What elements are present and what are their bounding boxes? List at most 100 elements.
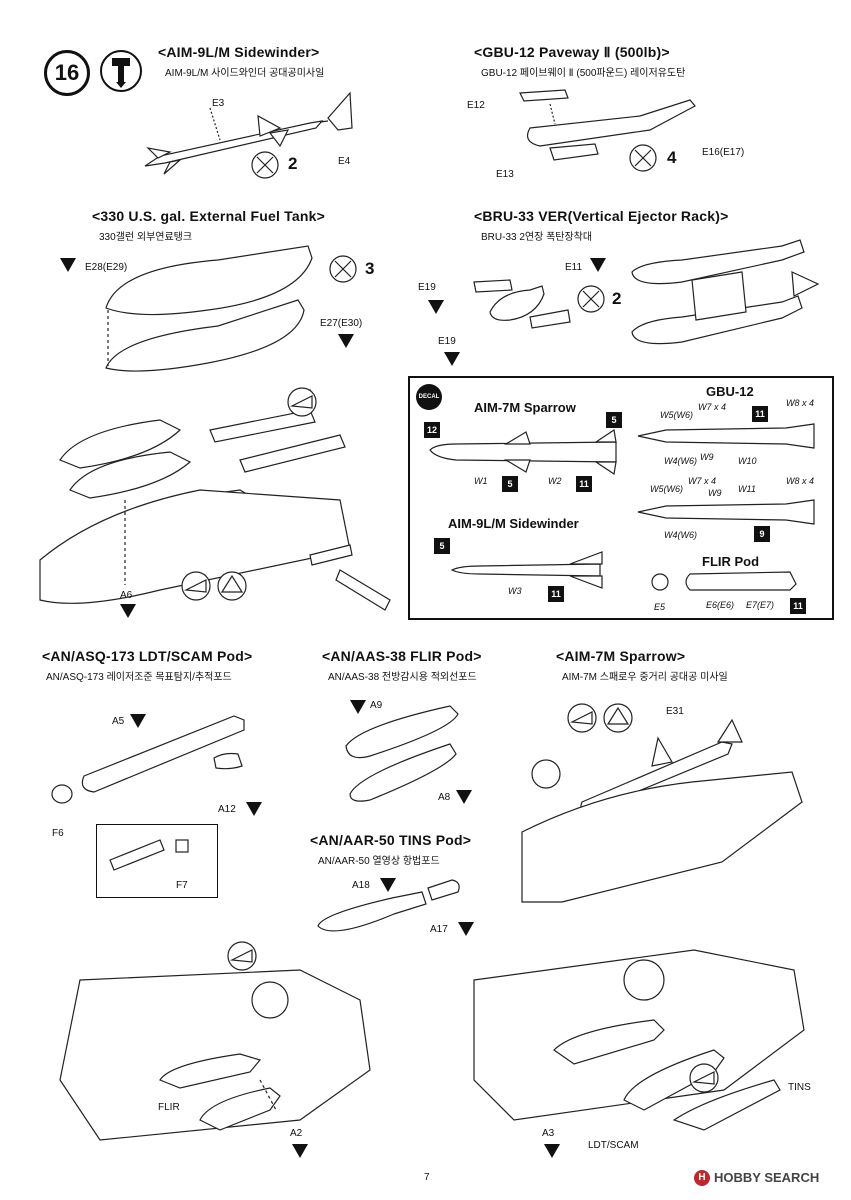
flir-title: <AN/AAS-38 FLIR Pod>	[322, 648, 482, 664]
decal-number-badge: 5	[606, 412, 622, 428]
tank-subtitle: 330갤런 외부연료탱크	[99, 232, 193, 243]
gbu12-subtitle: GBU-12 페이브웨이 Ⅱ (500파운드) 레이저유도탄	[481, 68, 686, 79]
part-tag	[120, 604, 136, 618]
tins-subtitle: AN/AAR-50 열영상 항법포드	[318, 856, 440, 867]
bottom-left-label-a2: A2	[290, 1128, 303, 1139]
decal-aim9-w3: W3	[508, 586, 522, 596]
part-tag	[338, 334, 354, 348]
decal-number-badge: 11	[548, 586, 564, 602]
decal-flir-e5: E5	[654, 602, 666, 612]
decal-gbu12-title: GBU-12	[706, 384, 754, 399]
part-label-f6: F6	[52, 828, 64, 839]
qty-circle-icon	[329, 255, 357, 283]
decal-box	[408, 376, 834, 620]
part-label-e11: E11	[565, 262, 583, 273]
part-label-e13: E13	[496, 169, 514, 180]
bottom-left-assembly-drawing	[59, 969, 371, 1141]
part-label-f7: F7	[176, 880, 188, 891]
ldt-subtitle: AN/ASQ-173 레이저조준 목표탐지/추적포드	[46, 672, 232, 683]
decal-flir-drawing	[651, 571, 797, 591]
installation-icon	[689, 1063, 719, 1093]
part-label-a17: A17	[430, 924, 448, 935]
qty-circle-icon	[629, 144, 657, 172]
gbu12-title: <GBU-12 Paveway Ⅱ (500lb)>	[474, 44, 670, 60]
bru33-subtitle: BRU-33 2연장 폭탄장착대	[481, 232, 593, 243]
tins-pod-drawing	[317, 879, 460, 932]
part-label-e31: E31	[666, 706, 684, 717]
part-tag	[458, 922, 474, 936]
aim7-subtitle: AIM-7M 스패로우 중거리 공대공 미사일	[562, 672, 728, 683]
decal-aim7-w2: W2	[548, 476, 562, 486]
part-label-a6: A6	[120, 590, 133, 601]
part-label-e27: E27(E30)	[320, 318, 363, 329]
aim7-view-icon	[567, 703, 633, 733]
ldt-detail-drawing	[109, 839, 189, 871]
decal-gbu-w9-bottom: W9	[708, 488, 722, 498]
decal-number-badge: 9	[754, 526, 770, 542]
installation-icon	[287, 387, 317, 417]
aim9-title: <AIM-9L/M Sidewinder>	[158, 44, 320, 60]
part-label-a12: A12	[218, 804, 236, 815]
bottom-right-assembly-drawing	[473, 949, 805, 1131]
aim9-missile-drawing	[144, 91, 353, 175]
part-tag	[350, 700, 366, 714]
decal-flir-title: FLIR Pod	[702, 554, 760, 569]
bottom-left-label-flir: FLIR	[158, 1102, 180, 1113]
part-label-e16: E16(E17)	[702, 147, 745, 158]
aim9-qty: 2	[288, 154, 298, 173]
decal-icon: DECAL	[416, 384, 442, 410]
part-tag	[428, 300, 444, 314]
decal-number-badge: 11	[790, 598, 806, 614]
part-label-a18: A18	[352, 880, 370, 891]
decal-gbu-w4-bottom: W4(W6)	[664, 530, 697, 540]
watermark-text: HOBBY SEARCH	[714, 1170, 820, 1185]
part-tag	[60, 258, 76, 272]
aim7-assembly-drawing	[521, 718, 803, 903]
part-label-a9: A9	[370, 700, 383, 711]
gbu12-bomb-drawing	[519, 89, 696, 161]
decal-number-badge: 12	[424, 422, 440, 438]
part-label-e28: E28(E29)	[85, 262, 128, 273]
part-tag	[444, 352, 460, 366]
decal-gbu-w8-bottom: W8 x 4	[786, 476, 815, 486]
decal-number-badge: 5	[502, 476, 518, 492]
part-tag	[292, 1144, 308, 1158]
bru33-rack-drawing	[473, 279, 571, 329]
decal-gbu12-bomb-bottom	[637, 499, 815, 525]
aim7-title: <AIM-7M Sparrow>	[556, 648, 686, 664]
bru33-qty: 2	[612, 289, 622, 308]
part-label-a8: A8	[438, 792, 451, 803]
tins-title: <AN/AAR-50 TINS Pod>	[310, 832, 472, 848]
part-label-e3: E3	[212, 98, 225, 109]
part-label-e19-top: E19	[418, 282, 436, 293]
decal-gbu-w10: W10	[738, 456, 757, 466]
decal-gbu-w8-top: W8 x 4	[786, 398, 815, 408]
decal-number-badge: 5	[434, 538, 450, 554]
part-tag	[380, 878, 396, 892]
decal-gbu-w9-top: W9	[700, 452, 714, 462]
bottom-right-label-a3: A3	[542, 1128, 555, 1139]
decal-gbu-w7-bottom: W7 x 4	[688, 476, 717, 486]
bru33-assembly-drawing	[631, 239, 820, 345]
qty-circle-icon	[577, 285, 605, 313]
step-number: 16	[44, 50, 90, 96]
installation-icon	[227, 941, 257, 971]
bru33-title: <BRU-33 VER(Vertical Ejector Rack)>	[474, 208, 729, 224]
tank-title: <330 U.S. gal. External Fuel Tank>	[92, 208, 325, 224]
gbu12-qty: 4	[667, 148, 677, 167]
part-label-e4: E4	[338, 156, 351, 167]
ldt-title: <AN/ASQ-173 LDT/SCAM Pod>	[42, 648, 253, 664]
wing-assembly-drawing	[39, 388, 391, 611]
ldt-pod-drawing	[51, 715, 245, 804]
bottom-right-label-ldt: LDT/SCAM	[588, 1140, 639, 1151]
glue-icon	[100, 50, 142, 92]
decal-flir-e7: E7(E7)	[746, 600, 775, 610]
fuel-tank-drawing	[105, 245, 313, 372]
bottom-right-label-tins: TINS	[788, 1082, 811, 1093]
part-label-e12: E12	[467, 100, 485, 111]
tank-qty: 3	[365, 259, 375, 278]
part-label-a5: A5	[112, 716, 125, 727]
decal-aim7-title: AIM-7M Sparrow	[474, 400, 576, 415]
watermark-logo: H	[694, 1170, 710, 1186]
decal-gbu-w5-bottom: W5(W6)	[650, 484, 683, 494]
